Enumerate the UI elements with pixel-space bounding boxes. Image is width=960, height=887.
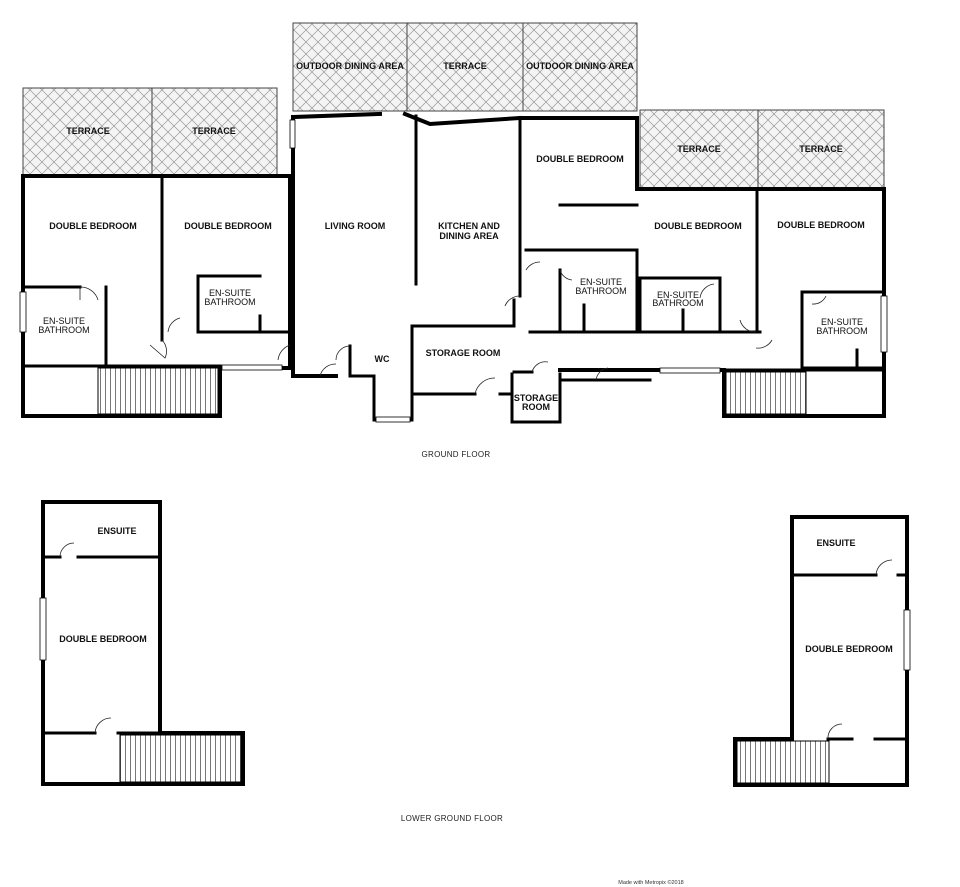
terrace-label: TERRACE: [192, 126, 236, 136]
outdoor-dining-left: [292, 22, 408, 112]
room-label: DINING AREA: [439, 231, 499, 241]
terrace-left-2: [151, 87, 278, 177]
room-label: STORAGE ROOM: [426, 348, 501, 358]
room-label: LIVING ROOM: [325, 221, 386, 231]
room-label: DOUBLE BEDROOM: [805, 644, 893, 654]
room-label: DOUBLE BEDROOM: [184, 221, 272, 231]
room-label: DOUBLE BEDROOM: [777, 220, 865, 230]
room-label: BATHROOM: [652, 298, 703, 308]
terraces: [22, 22, 885, 190]
outdoor-dining-label: OUTDOOR DINING AREA: [296, 61, 404, 71]
stairs-left: [97, 367, 219, 415]
room-label: ROOM: [522, 402, 550, 412]
windows: [19, 119, 888, 423]
terrace-left-1: [22, 87, 153, 177]
stairs-right: [725, 371, 807, 415]
room-label: EN-SUITE: [821, 317, 863, 327]
outdoor-dining-label: OUTDOOR DINING AREA: [526, 61, 634, 71]
room-label: DOUBLE BEDROOM: [59, 634, 147, 644]
room-label: EN-SUITE: [657, 290, 699, 300]
terrace-label: TERRACE: [677, 144, 721, 154]
outdoor-dining-right: [522, 22, 638, 112]
room-label: WC: [375, 354, 390, 364]
room-label: BATHROOM: [38, 325, 89, 335]
stairs-lower-right: [736, 740, 830, 784]
room-label: EN-SUITE: [43, 316, 85, 326]
room-label: ENSUITE: [816, 538, 855, 548]
lower-ground-floor: ENSUITE DOUBLE BEDROOM ENSUITE DOUBLE BE…: [39, 500, 911, 823]
room-label: DOUBLE BEDROOM: [654, 221, 742, 231]
ground-floor: TERRACE TERRACE OUTDOOR DINING AREA TERR…: [19, 22, 888, 459]
floor-caption: GROUND FLOOR: [422, 450, 491, 459]
terrace-label: TERRACE: [799, 144, 843, 154]
room-label: EN-SUITE: [209, 288, 251, 298]
ground-floor-labels: TERRACE TERRACE OUTDOOR DINING AREA TERR…: [38, 61, 867, 459]
stairs-lower-left: [119, 734, 242, 783]
room-label: KITCHEN AND: [438, 221, 500, 231]
room-label: ENSUITE: [97, 526, 136, 536]
room-label: DOUBLE BEDROOM: [49, 221, 137, 231]
terrace-right-1: [639, 109, 759, 190]
room-label: BATHROOM: [204, 297, 255, 307]
room-label: STORAGE: [514, 393, 558, 403]
room-label: DOUBLE BEDROOM: [536, 154, 624, 164]
terrace-label: TERRACE: [443, 61, 487, 71]
floor-caption: LOWER GROUND FLOOR: [401, 814, 503, 823]
room-label: BATHROOM: [575, 286, 626, 296]
room-label: EN-SUITE: [580, 277, 622, 287]
room-label: BATHROOM: [816, 326, 867, 336]
doors: [79, 261, 827, 395]
terrace-label: TERRACE: [66, 126, 110, 136]
terrace-center: [406, 22, 524, 112]
credit-text: Made with Metropix ©2018: [618, 879, 684, 886]
